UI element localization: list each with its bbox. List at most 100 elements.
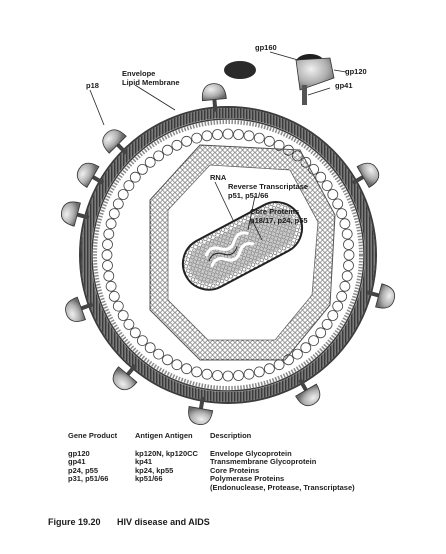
matrix-bead <box>181 363 193 375</box>
matrix-bead <box>171 139 183 151</box>
label-envelope-line1: Envelope <box>122 69 155 78</box>
matrix-bead <box>253 132 265 144</box>
gp120-knob <box>76 162 105 188</box>
matrix-bead <box>308 335 320 347</box>
matrix-bead <box>212 370 223 381</box>
table-header-row: Gene Product Antigen Antigen Description <box>68 431 408 441</box>
matrix-bead <box>102 239 113 250</box>
matrix-bead <box>315 171 327 183</box>
label-core-line1: Core Proteins <box>250 207 299 216</box>
matrix-bead <box>117 189 129 200</box>
matrix-bead <box>327 189 339 200</box>
matrix-bead <box>243 130 255 142</box>
matrix-bead <box>222 128 234 140</box>
matrix-bead <box>191 366 203 378</box>
matrix-bead <box>336 208 348 220</box>
label-rna: RNA <box>210 173 227 182</box>
matrix-bead <box>343 239 354 250</box>
matrix-bead <box>191 132 203 144</box>
lipid-membrane <box>79 106 377 404</box>
label-p18: p18 <box>86 81 99 90</box>
matrix-bead <box>263 135 275 147</box>
matrix-bead <box>108 290 120 302</box>
matrix-bead <box>105 280 117 292</box>
table-cell: p31, p51/66 <box>68 474 109 484</box>
label-gp160: gp160 <box>255 43 277 52</box>
label-rt-line1: Reverse Transcriptase <box>228 182 308 191</box>
matrix-bead <box>327 310 339 321</box>
matrix-bead <box>136 163 148 175</box>
table-row: gp120 kp120N, kp120CC Envelope Glycoprot… <box>68 448 408 459</box>
table-cell: kp51/66 <box>135 474 163 484</box>
matrix-bead <box>263 363 275 375</box>
matrix-bead <box>103 270 115 282</box>
figure-title: HIV disease and AIDS <box>117 517 210 527</box>
matrix-bead <box>233 370 244 381</box>
matrix-bead <box>343 260 354 271</box>
matrix-bead <box>273 359 285 371</box>
matrix-protein-ring <box>101 128 355 382</box>
label-core-line2: p18/17, p24, p55 <box>250 216 308 225</box>
table-cell: Polymerase Proteins <box>210 474 285 484</box>
figure-number: Figure 19.20 <box>48 517 101 527</box>
table-row: gp41 kp41 Transmembrane Glycoprotein <box>68 458 408 467</box>
table-row: (Endonuclease, Protease, Transcriptase) <box>68 482 408 493</box>
matrix-bead <box>117 310 129 321</box>
gp120-knob <box>188 396 214 425</box>
detached-gp120-knob <box>224 51 347 105</box>
gp120-knob <box>112 364 138 391</box>
gp120-knob <box>65 296 94 322</box>
label-rt-line2: p51, p51/66 <box>228 191 268 200</box>
table-cell: Transmembrane Glycoprotein <box>210 457 317 467</box>
matrix-bead <box>162 144 173 156</box>
matrix-bead <box>253 366 265 378</box>
gene-product-table: Gene Product Antigen Antigen Description… <box>68 431 408 493</box>
gp120-knob <box>351 162 380 188</box>
matrix-bead <box>233 129 244 140</box>
matrix-bead <box>336 290 348 302</box>
matrix-bead <box>123 318 135 330</box>
matrix-bead <box>222 370 234 382</box>
envelope-knobs <box>60 83 396 425</box>
gp120-knob <box>295 378 321 407</box>
matrix-bead <box>339 218 351 230</box>
matrix-bead <box>339 280 351 292</box>
matrix-bead <box>112 198 124 210</box>
matrix-bead <box>300 342 312 354</box>
gp120-knob <box>366 283 396 309</box>
matrix-bead <box>341 228 353 240</box>
table-header: Gene Product <box>68 431 118 440</box>
matrix-bead <box>162 354 173 366</box>
gp120-knob <box>102 129 128 155</box>
gp120-knob <box>60 201 90 227</box>
matrix-bead <box>112 300 124 312</box>
table-cell: Core Proteins <box>210 465 260 475</box>
table-cell: (Endonuclease, Protease, Transcriptase) <box>210 482 355 492</box>
figure-caption: Figure 19.20 HIV disease and AIDS <box>48 517 224 527</box>
table-cell: kp24, kp55 <box>135 465 174 475</box>
matrix-bead <box>181 135 193 147</box>
matrix-bead <box>343 249 355 261</box>
table-row: p31, p51/66 kp51/66 Polymerase Proteins <box>68 475 408 484</box>
matrix-bead <box>129 327 141 339</box>
matrix-bead <box>243 368 255 380</box>
matrix-bead <box>108 208 120 220</box>
leader-lines <box>89 84 263 241</box>
label-envelope-line2: Lipid Membrane <box>122 78 180 87</box>
table-cell: Envelope Glycoprotein <box>210 448 292 458</box>
table-header: Antigen Antigen <box>135 431 193 440</box>
matrix-bead <box>144 156 156 168</box>
matrix-bead <box>105 218 117 230</box>
table-cell: p24, p55 <box>68 465 99 475</box>
matrix-bead <box>171 359 183 371</box>
table-header: Description <box>210 431 252 440</box>
matrix-bead <box>341 270 353 282</box>
label-gp120: gp120 <box>345 67 367 76</box>
matrix-bead <box>315 327 327 339</box>
table-cell: kp41 <box>135 457 153 467</box>
table-row: p24, p55 kp24, kp55 Core Proteins <box>68 465 408 476</box>
matrix-bead <box>201 368 213 380</box>
matrix-bead <box>291 348 303 360</box>
matrix-bead <box>321 180 333 192</box>
rna-strands <box>204 231 255 268</box>
